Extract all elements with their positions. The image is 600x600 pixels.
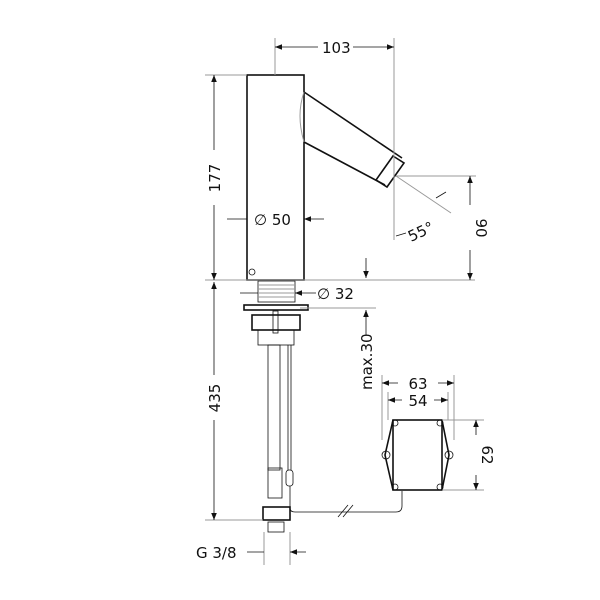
dim-connection-thread: G 3/8 (196, 544, 237, 562)
dim-box-width-outer: 63 (408, 375, 427, 393)
dim-height: 177 (206, 164, 224, 193)
control-box (289, 419, 454, 518)
dim-box-height: 62 (478, 445, 496, 464)
dim-spout-angle: 55° (405, 218, 437, 246)
dim-shank-diameter: ∅ 32 (317, 285, 354, 303)
dimension-lines (214, 47, 476, 552)
dim-total-length: 435 (206, 384, 224, 413)
dim-box-width-inner: 54 (408, 392, 427, 410)
shank-assembly (243, 280, 309, 533)
dim-outlet-height: 90 (472, 218, 490, 237)
faucet-body (246, 74, 406, 281)
dim-max-counter-thickness: max.30 (358, 333, 376, 390)
dim-spout-reach: 103 (322, 39, 351, 57)
dim-body-diameter: ∅ 50 (254, 211, 291, 229)
